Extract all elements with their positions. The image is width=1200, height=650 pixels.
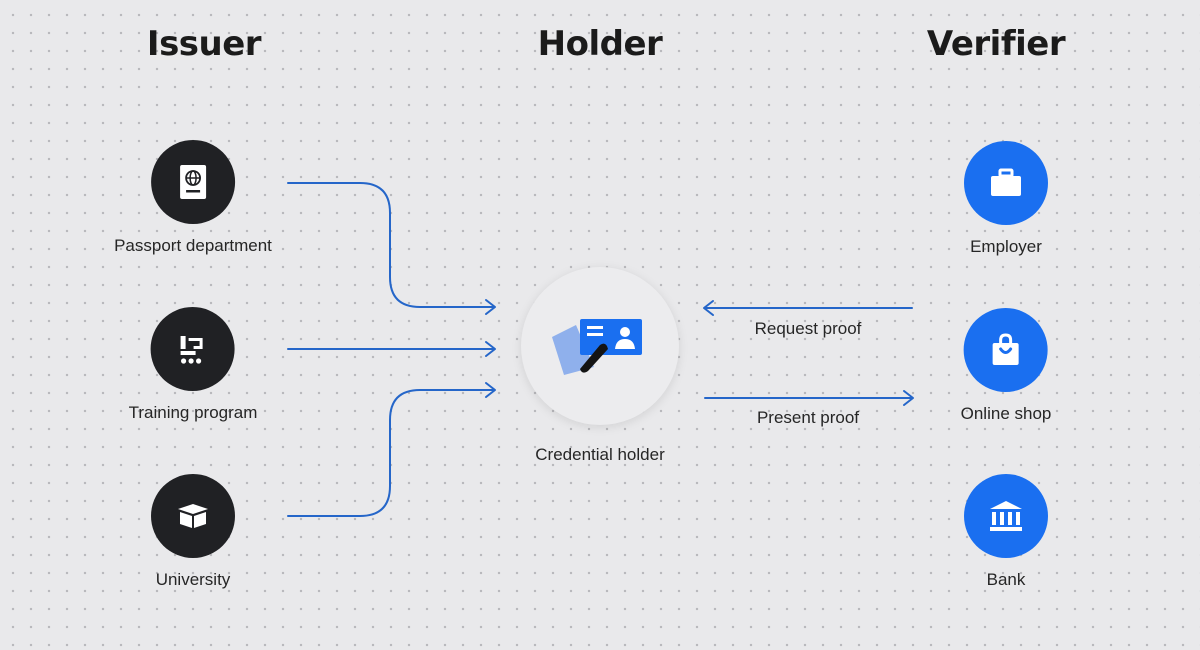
edge-university-to-holder bbox=[287, 389, 495, 517]
issuer-heading: Issuer bbox=[146, 24, 262, 64]
issuer-passport-department: Passport department bbox=[114, 140, 272, 256]
verifier-label-bank: Bank bbox=[986, 570, 1026, 589]
issuer-label-passport: Passport department bbox=[114, 236, 272, 255]
verifier-online-shop: Online shop bbox=[960, 308, 1052, 424]
verifier-label-online-shop: Online shop bbox=[960, 404, 1052, 423]
edge-training-arrowhead bbox=[485, 341, 496, 357]
holder-heading: Holder bbox=[537, 24, 663, 64]
holder-label: Credential holder bbox=[535, 445, 665, 464]
present-proof-label: Present proof bbox=[756, 408, 860, 427]
verifier-label-employer: Employer bbox=[970, 237, 1042, 256]
shopping-bag-icon bbox=[963, 308, 1048, 392]
request-proof-label: Request proof bbox=[754, 319, 862, 338]
issuer-label-training: Training program bbox=[128, 403, 258, 422]
edge-request-arrowhead bbox=[703, 300, 714, 316]
issuer-university: University bbox=[151, 474, 235, 590]
verifier-heading: Verifier bbox=[926, 24, 1066, 64]
edge-passport-arrowhead bbox=[485, 299, 496, 315]
holder-circle bbox=[521, 267, 679, 425]
passport-icon bbox=[151, 140, 235, 224]
edge-present-arrowhead bbox=[903, 390, 914, 406]
training-icon bbox=[151, 307, 235, 391]
verifier-bank: Bank bbox=[964, 474, 1048, 590]
id-card-icon bbox=[552, 319, 642, 375]
edge-university-arrowhead bbox=[485, 382, 496, 398]
issuer-training-program: Training program bbox=[128, 307, 258, 423]
credential-holder: Credential holder bbox=[521, 267, 679, 465]
briefcase-icon bbox=[964, 141, 1048, 225]
open-book-icon bbox=[151, 474, 235, 558]
edge-passport-to-holder bbox=[287, 182, 495, 308]
issuer-label-university: University bbox=[155, 570, 231, 589]
verifier-employer: Employer bbox=[964, 141, 1048, 257]
bank-icon bbox=[964, 474, 1048, 558]
